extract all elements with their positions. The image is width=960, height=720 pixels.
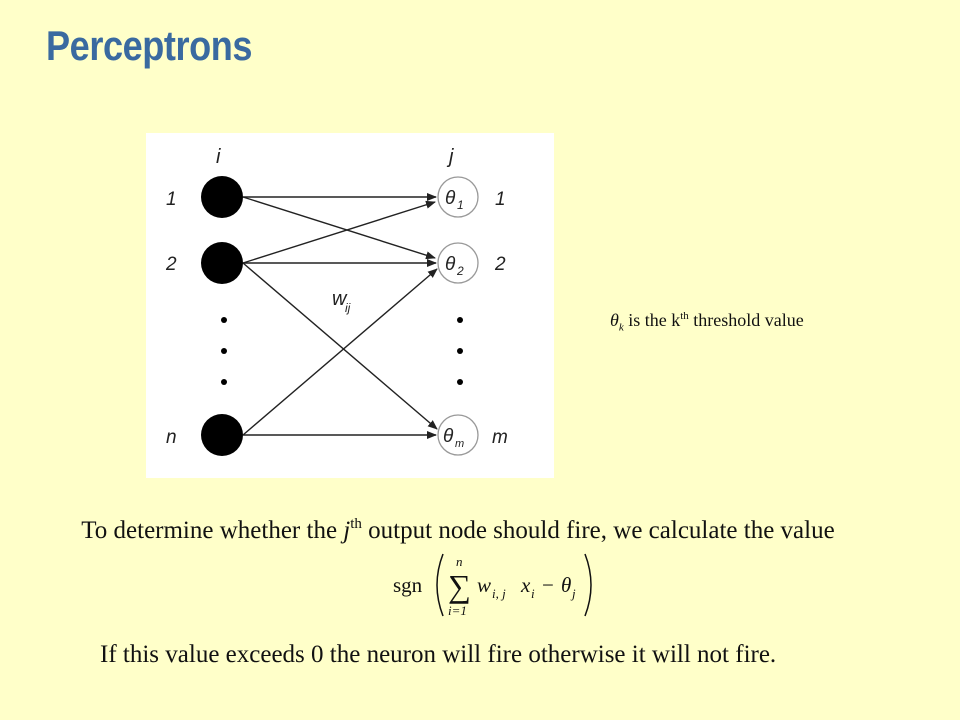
output-ellipsis-dot	[457, 379, 463, 385]
paragraph-fire-result: If this value exceeds 0 the neuron will …	[75, 640, 895, 670]
para1-sup: th	[350, 516, 362, 532]
weight-label-subscript: ij	[345, 301, 351, 315]
formula-var-x: x	[520, 573, 531, 597]
input-label-1: 1	[166, 189, 177, 210]
para2-text: If this value exceeds 0 the neuron will …	[100, 641, 777, 668]
network-svg: i j 1 2 n 1 2 m θ	[165, 146, 508, 456]
sgn-formula: sgn n ∑ i=1 w i, j x i − θ j	[393, 552, 598, 618]
formula-term-w-sub: i, j	[492, 586, 506, 601]
edge-2-1	[242, 200, 436, 264]
threshold-note: θk is the kth threshold value	[610, 310, 804, 334]
formula-sgn: sgn	[393, 573, 423, 597]
theta-m-symbol: θ	[443, 426, 454, 447]
formula-sum-upper: n	[456, 554, 463, 569]
input-node-1	[201, 176, 243, 218]
formula-sum-lower: i=1	[448, 603, 467, 618]
theta-2-symbol: θ	[445, 254, 456, 275]
theta-2-subscript: 2	[456, 264, 464, 278]
output-node-1	[437, 176, 479, 218]
input-ellipsis-dot	[221, 317, 227, 323]
output-label-m: m	[492, 427, 508, 448]
threshold-theta-subscript: k	[618, 321, 624, 334]
output-label-1: 1	[495, 189, 506, 210]
theta-1-subscript: 1	[457, 198, 464, 212]
output-ellipsis-dot	[457, 348, 463, 354]
input-header: i	[216, 146, 221, 168]
output-header: j	[446, 146, 454, 168]
weight-label-symbol: w	[332, 288, 348, 310]
paragraph-fire-condition: To determine whether the jth output node…	[75, 516, 895, 546]
input-label-2: 2	[165, 254, 177, 275]
formula-minus: −	[542, 573, 554, 597]
formula-left-paren	[436, 553, 444, 617]
formula-sum-symbol: ∑	[448, 568, 471, 604]
output-node-m	[437, 414, 479, 456]
threshold-theta: θ	[610, 310, 619, 330]
para1-before: To determine whether the	[81, 517, 344, 544]
formula-term-w: w	[477, 573, 491, 597]
para1-var: j	[343, 517, 351, 544]
para1-after: output node should fire, we calculate th…	[361, 517, 835, 544]
edge-2-m	[242, 262, 438, 430]
page-title: Perceptrons	[46, 22, 253, 69]
formula-theta: θ	[561, 573, 571, 597]
edge-n-2	[242, 268, 438, 436]
formula-theta-sub: j	[570, 586, 576, 601]
output-label-2: 2	[494, 254, 506, 275]
input-label-n: n	[166, 427, 177, 448]
threshold-text-after: threshold value	[688, 310, 804, 330]
theta-m-subscript: m	[455, 438, 464, 450]
threshold-text-before: is the k	[623, 310, 681, 330]
input-ellipsis-dot	[221, 379, 227, 385]
edge-1-2	[242, 196, 436, 260]
threshold-superscript: th	[680, 310, 689, 322]
input-node-n	[201, 414, 243, 456]
formula-svg: sgn n ∑ i=1 w i, j x i − θ j	[393, 553, 592, 618]
perceptron-diagram: i j 1 2 n 1 2 m θ	[146, 133, 554, 478]
theta-1-symbol: θ	[445, 188, 456, 209]
output-node-2	[437, 242, 479, 284]
input-node-2	[201, 242, 243, 284]
formula-var-x-sub: i	[531, 586, 535, 601]
input-ellipsis-dot	[221, 348, 227, 354]
output-ellipsis-dot	[457, 317, 463, 323]
formula-right-paren	[584, 553, 592, 617]
